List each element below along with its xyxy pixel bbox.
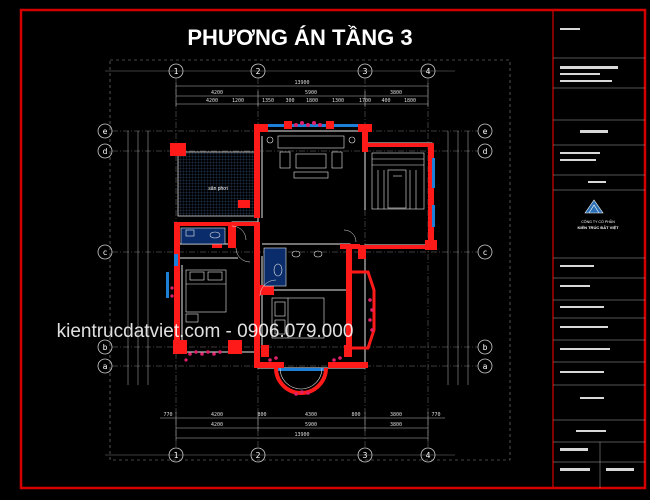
svg-text:a: a <box>103 362 108 371</box>
svg-text:800: 800 <box>257 412 266 418</box>
svg-text:4: 4 <box>426 67 431 76</box>
svg-text:3: 3 <box>363 67 368 76</box>
svg-text:b: b <box>483 343 488 352</box>
drawing-frame <box>19 8 647 490</box>
svg-text:d: d <box>103 147 108 156</box>
wc-center <box>263 247 323 287</box>
svg-text:800: 800 <box>351 412 360 418</box>
doors <box>231 225 357 297</box>
svg-text:c: c <box>483 248 488 257</box>
grid-bubble-col-2-bottom: 2 <box>250 447 266 463</box>
windows <box>166 124 435 371</box>
title-block: CÔNG TY CỔ PHẦN KIẾN TRÚC ĐẤT VIỆT <box>553 28 645 488</box>
svg-text:1800: 1800 <box>404 98 416 104</box>
svg-text:1200: 1200 <box>232 98 244 104</box>
svg-text:5900: 5900 <box>305 90 317 96</box>
svg-text:300: 300 <box>285 98 294 104</box>
svg-text:1: 1 <box>174 67 179 76</box>
svg-text:4200: 4200 <box>206 98 218 104</box>
svg-text:13900: 13900 <box>294 80 309 86</box>
room-label-drying-terrace: sân phơi <box>208 186 227 192</box>
svg-text:1300: 1300 <box>332 98 344 104</box>
svg-text:5900: 5900 <box>305 422 317 428</box>
svg-text:13900: 13900 <box>294 432 309 438</box>
company-logo: CÔNG TY CỔ PHẦN KIẾN TRÚC ĐẤT VIỆT <box>577 199 619 230</box>
svg-text:4300: 4300 <box>305 412 317 418</box>
wc-left <box>180 227 226 245</box>
plan: sân phơi <box>166 121 437 396</box>
svg-text:3: 3 <box>363 451 368 460</box>
staircase <box>371 152 425 210</box>
grid-bubble-col-1-bottom: 1 <box>168 447 184 463</box>
svg-text:2: 2 <box>256 67 261 76</box>
balcony-right <box>352 270 376 350</box>
svg-text:e: e <box>103 127 108 136</box>
bed-left <box>185 269 227 323</box>
svg-text:770: 770 <box>163 412 172 418</box>
svg-text:770: 770 <box>431 412 440 418</box>
svg-text:4200: 4200 <box>211 90 223 96</box>
bed-center <box>271 297 325 339</box>
svg-text:3800: 3800 <box>390 422 402 428</box>
svg-text:400: 400 <box>381 98 390 104</box>
company-name-line-1: CÔNG TY CỔ PHẦN <box>581 219 615 224</box>
svg-text:e: e <box>483 127 488 136</box>
svg-text:4: 4 <box>426 451 431 460</box>
sofa-set <box>266 135 356 179</box>
watermark: kientrucdatviet.com - 0906.079.000 <box>57 321 354 342</box>
svg-text:3800: 3800 <box>390 90 402 96</box>
svg-text:3800: 3800 <box>390 412 402 418</box>
company-name-line-2: KIẾN TRÚC ĐẤT VIỆT <box>577 225 619 230</box>
grid-columns-bottom: 1 2 3 4 <box>105 447 455 463</box>
svg-text:d: d <box>483 147 488 156</box>
svg-text:b: b <box>103 343 108 352</box>
side-dimensions <box>127 131 469 385</box>
svg-text:1800: 1800 <box>306 98 318 104</box>
drawing-title: PHƯƠNG ÁN TẦNG 3 <box>187 25 412 50</box>
grid-bubble-col-4-bottom: 4 <box>420 447 436 463</box>
svg-text:1: 1 <box>174 451 179 460</box>
svg-text:2: 2 <box>256 451 261 460</box>
svg-text:c: c <box>103 248 108 257</box>
grid-bubble-col-3-bottom: 3 <box>357 447 373 463</box>
svg-text:a: a <box>483 362 488 371</box>
planters <box>170 121 374 396</box>
svg-text:4200: 4200 <box>211 412 223 418</box>
svg-text:1350: 1350 <box>262 98 274 104</box>
svg-text:4200: 4200 <box>211 422 223 428</box>
bottom-dimensions: 770 4200 800 4300 800 3800 770 4200 5900… <box>160 412 445 441</box>
top-dimensions: 13900 4200 5900 3800 4200 1200 1350 300 … <box>175 80 429 107</box>
